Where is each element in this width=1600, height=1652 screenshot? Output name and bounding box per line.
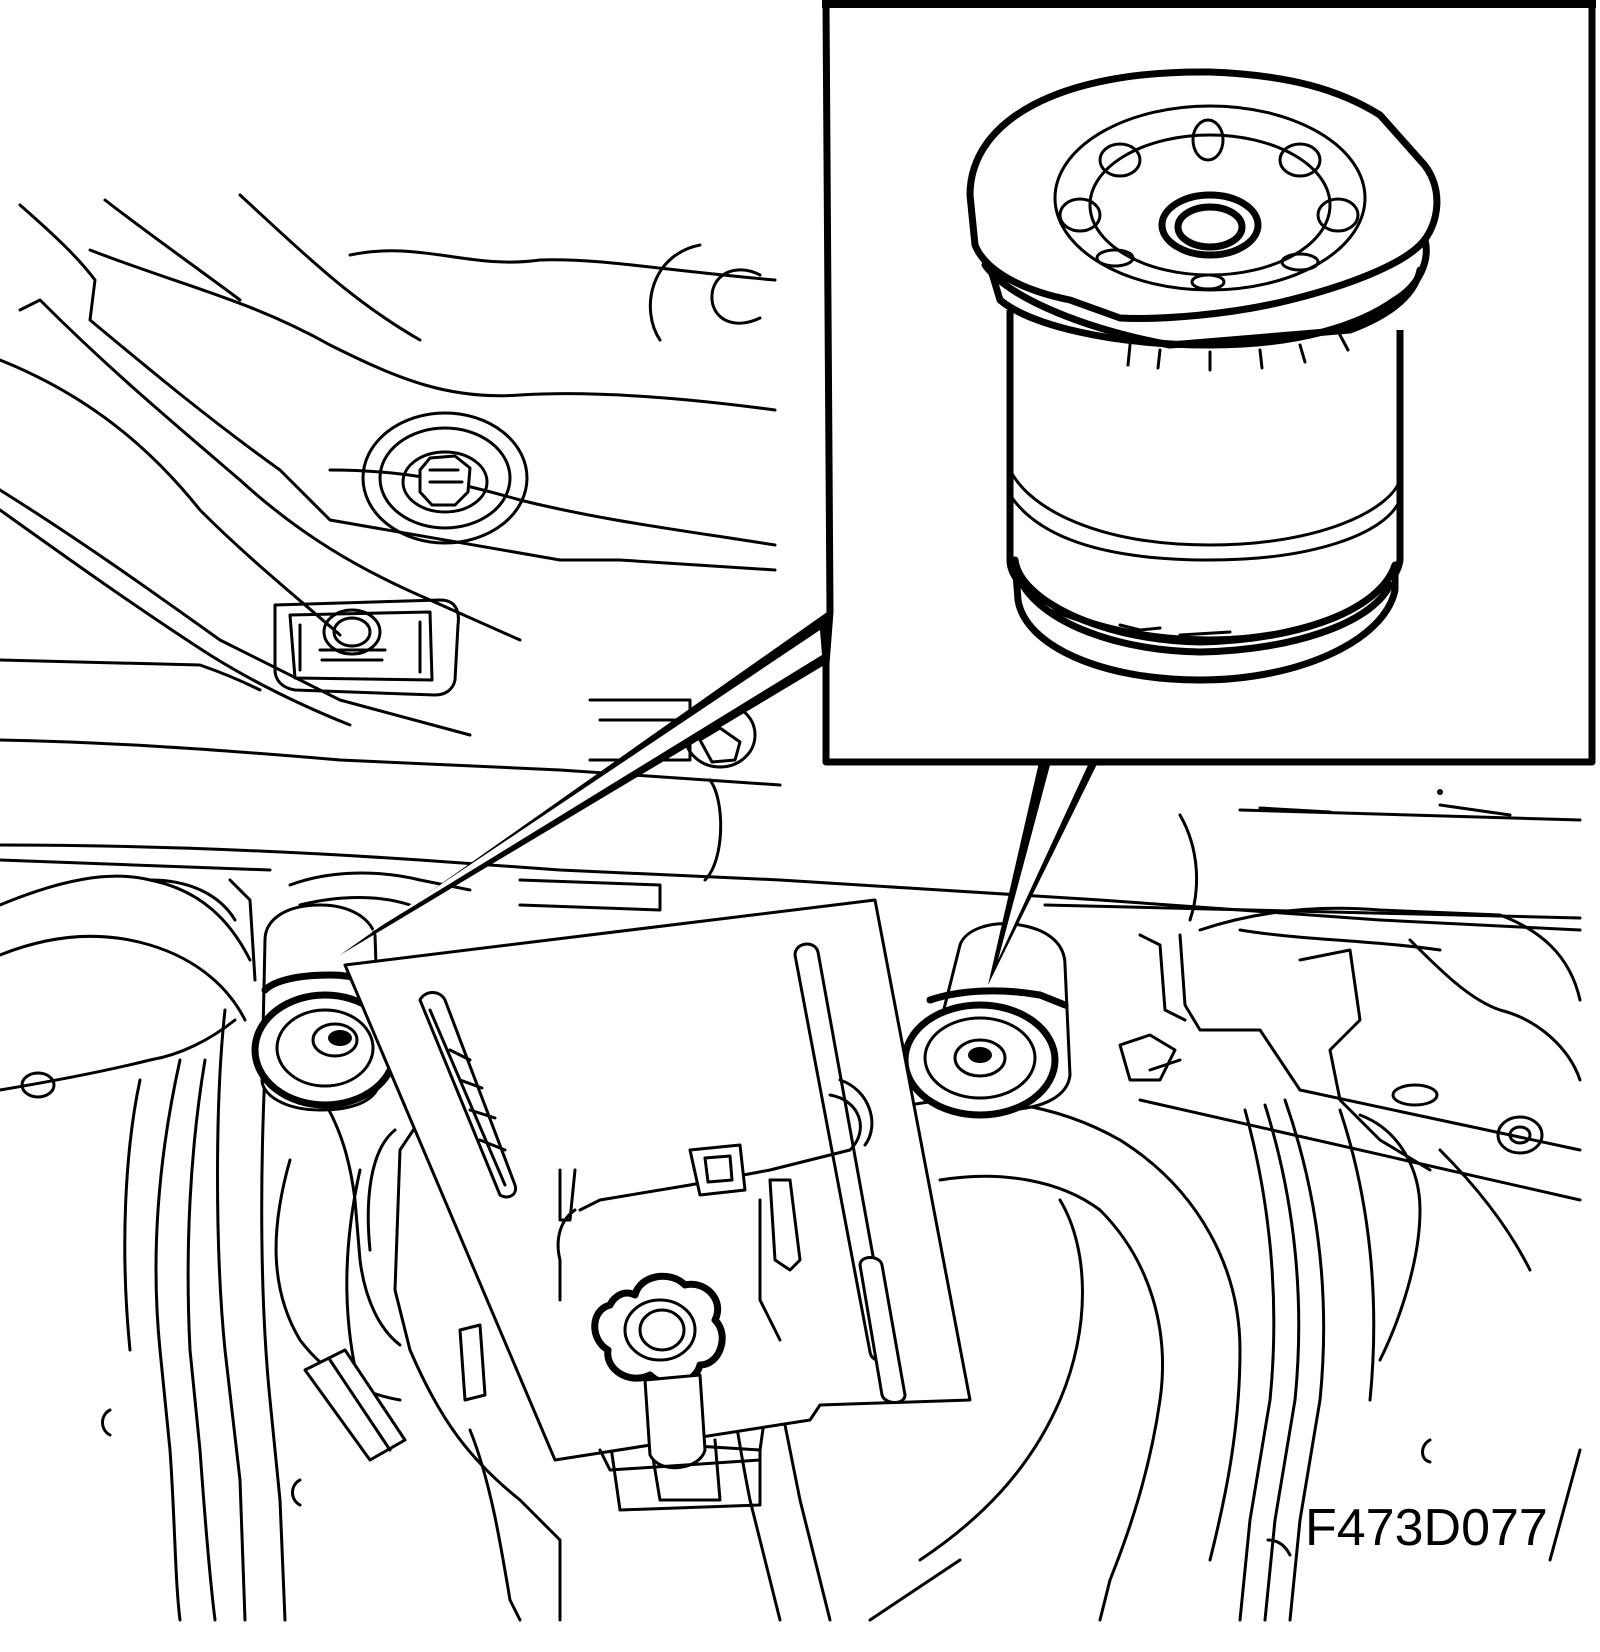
callout-leader-right xyxy=(988,758,1100,985)
figure-id-label: F473D077 xyxy=(1305,1499,1548,1557)
bushing-detail xyxy=(966,68,1441,684)
clip-bracket xyxy=(273,598,460,697)
underbody-structure xyxy=(0,193,1582,1622)
right-bushing xyxy=(901,922,1072,1119)
holding-fixture-plate xyxy=(343,898,972,1472)
upper-bolt xyxy=(361,411,529,545)
left-bushing xyxy=(251,871,472,1112)
callout-leader-left xyxy=(340,610,830,955)
